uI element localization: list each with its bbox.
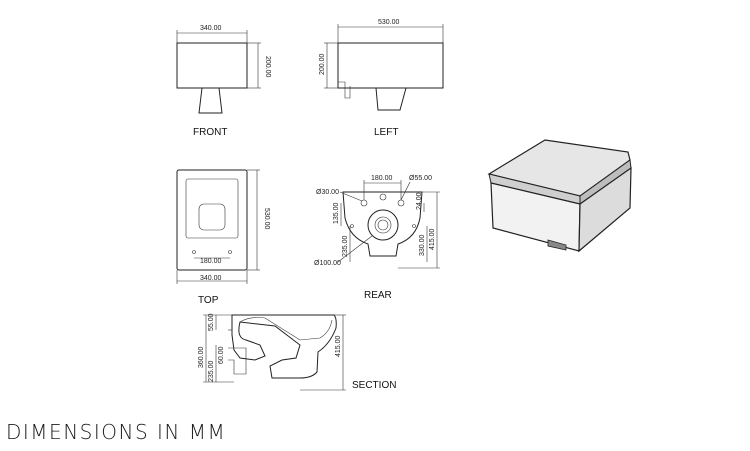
section-view: 55.00 360.00 60.00 235.00 415.00 SECTION <box>198 313 396 391</box>
rear-415-dim: 415.00 <box>429 228 436 250</box>
rear-hole-spacing-dim: 180.00 <box>371 175 393 182</box>
section-label: SECTION <box>352 380 396 391</box>
rear-hole-large-dim: Ø55.00 <box>409 175 432 182</box>
top-view: 180.00 530.00 340.00 TOP <box>176 169 270 306</box>
section-360-dim: 360.00 <box>198 346 205 368</box>
top-hole-spacing-dim: 180.00 <box>200 258 222 265</box>
section-60-dim: 60.00 <box>218 346 225 364</box>
left-label: LEFT <box>374 127 398 138</box>
top-length-dim: 530.00 <box>263 208 270 230</box>
toilet-3d-render <box>487 139 632 253</box>
section-55-dim: 55.00 <box>208 313 215 331</box>
front-label: FRONT <box>193 127 227 138</box>
front-height-dim: 200.00 <box>264 56 271 78</box>
rear-24-dim: 24.00 <box>416 192 423 210</box>
rear-235-dim: 235.00 <box>342 235 349 257</box>
rear-hole-small-dim: Ø30.00 <box>316 189 339 196</box>
top-width-dim: 340.00 <box>200 275 222 282</box>
rear-outlet-dim: Ø100.00 <box>314 260 341 267</box>
rear-330-dim: 330.00 <box>419 234 426 256</box>
top-label: TOP <box>198 295 219 306</box>
left-width-dim: 530.00 <box>378 19 400 26</box>
section-235-dim: 235.00 <box>208 360 215 382</box>
front-width-dim: 340.00 <box>200 25 222 32</box>
left-height-dim: 200.00 <box>319 53 326 75</box>
rear-label: REAR <box>364 290 392 301</box>
dimensions-caption: DIMENSIONS IN MM <box>6 420 227 444</box>
section-415-dim: 415.00 <box>335 335 342 357</box>
front-view: 340.00 200.00 FRONT <box>176 25 271 138</box>
rear-135-dim: 135.00 <box>333 202 340 224</box>
left-view: 530.00 200.00 LEFT <box>319 19 444 138</box>
rear-view: 180.00 Ø55.00 Ø30.00 135.00 235.00 Ø100.… <box>314 175 440 301</box>
